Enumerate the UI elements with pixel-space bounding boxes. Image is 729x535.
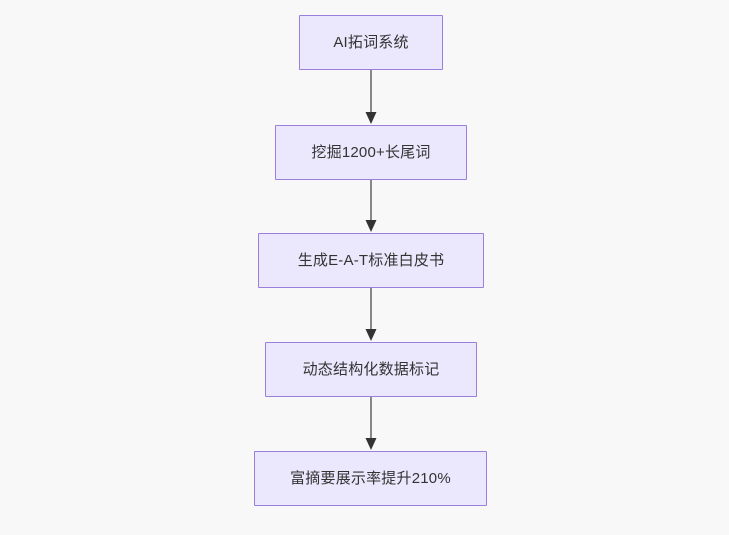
connector-n4-n5 bbox=[364, 397, 378, 451]
flow-node-generate-eat-whitepaper[interactable]: 生成E-A-T标准白皮书 bbox=[258, 233, 484, 288]
flow-node-label: AI拓词系统 bbox=[333, 33, 409, 51]
flow-node-mine-longtail-keywords[interactable]: 挖掘1200+长尾词 bbox=[275, 125, 467, 180]
connector-n1-n2 bbox=[364, 70, 378, 125]
flow-node-rich-snippet-rate-increase[interactable]: 富摘要展示率提升210% bbox=[254, 451, 487, 506]
connector-n3-n4 bbox=[364, 288, 378, 342]
connector-n2-n3 bbox=[364, 180, 378, 233]
flow-node-dynamic-structured-data-markup[interactable]: 动态结构化数据标记 bbox=[265, 342, 477, 397]
flow-node-ai-keyword-system[interactable]: AI拓词系统 bbox=[299, 15, 443, 70]
flow-node-label: 动态结构化数据标记 bbox=[302, 360, 440, 378]
flow-node-label: 生成E-A-T标准白皮书 bbox=[297, 251, 445, 269]
flow-node-label: 挖掘1200+长尾词 bbox=[311, 143, 431, 161]
flow-node-label: 富摘要展示率提升210% bbox=[290, 469, 451, 487]
